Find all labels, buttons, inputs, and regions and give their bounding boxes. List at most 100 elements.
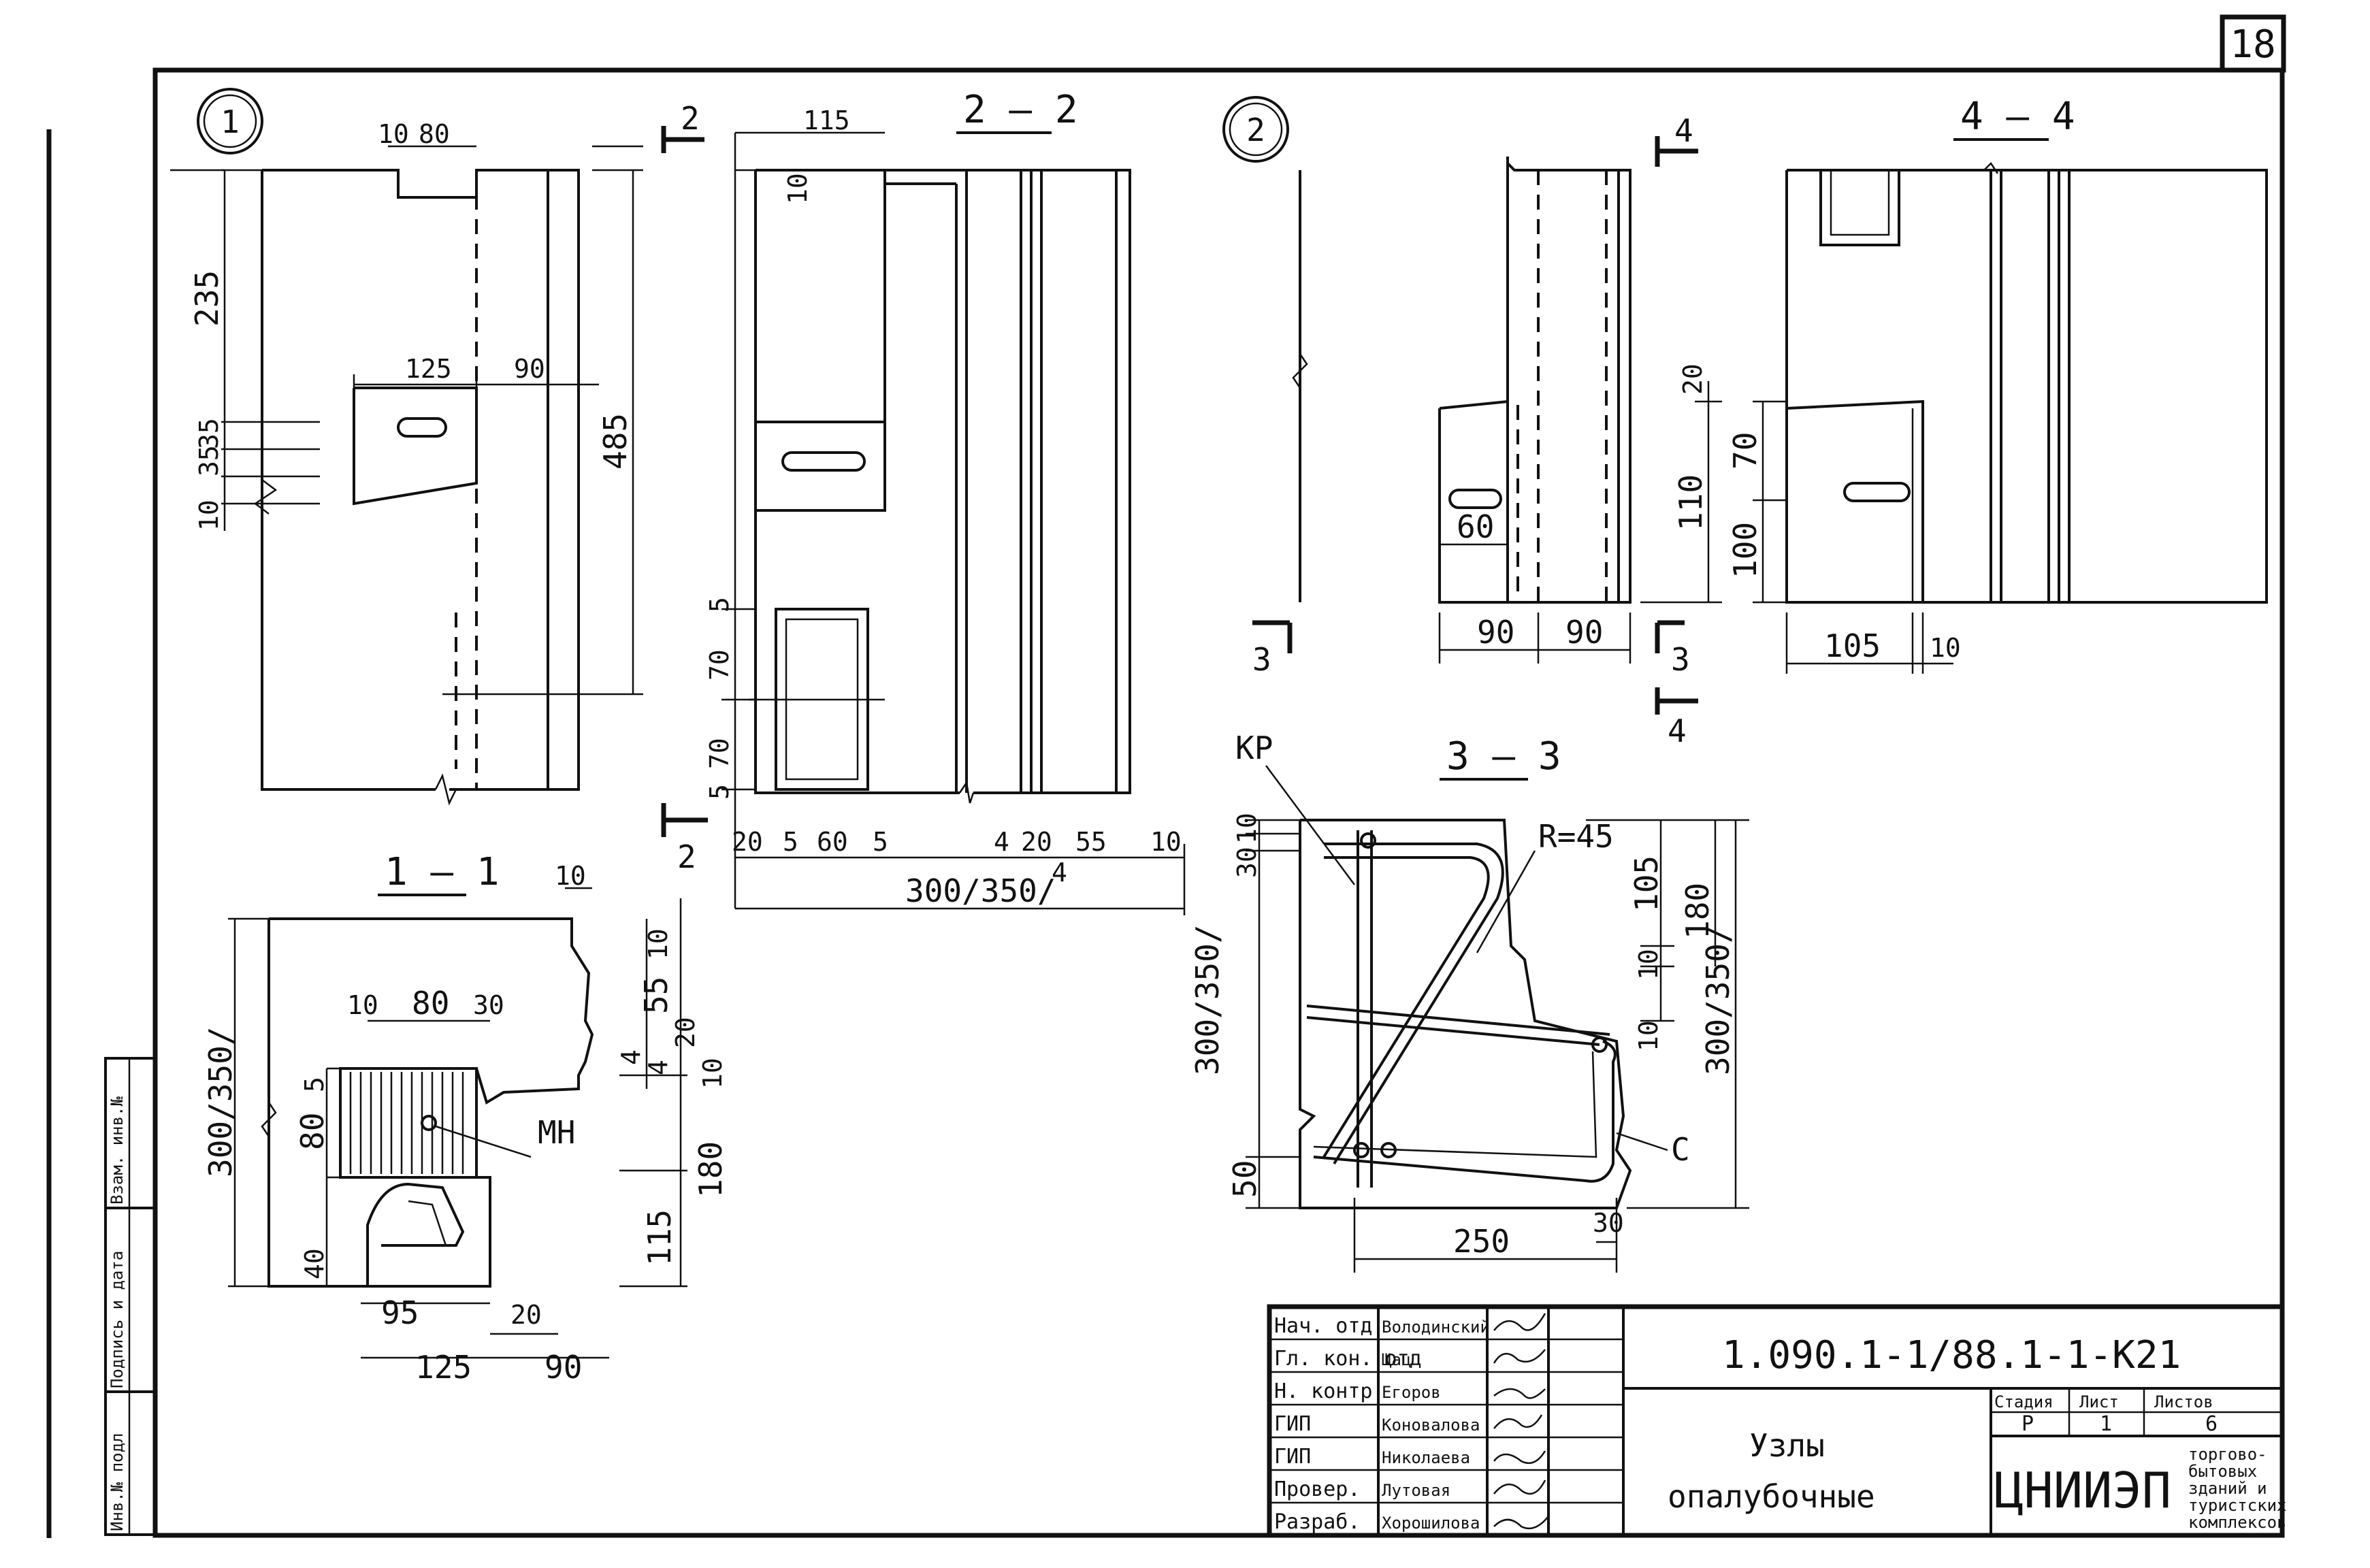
s11-dim-95: 95 <box>381 1294 419 1331</box>
s11-dim-4: 4 <box>643 1060 673 1075</box>
s22-dim-4b: 4 <box>1052 858 1067 887</box>
n1-dim-485: 485 <box>597 413 634 470</box>
s44-dim-70: 70 <box>1727 432 1764 470</box>
tb-org-desc-0: торгово- <box>2188 1445 2267 1464</box>
tb-name-1: Щац <box>1382 1350 1411 1369</box>
label-mn: МН <box>538 1114 575 1151</box>
tb-name-5: Лутовая <box>1382 1481 1450 1500</box>
sheet-number: 18 <box>2230 22 2275 67</box>
cut-mark-3-right: 3 <box>1671 641 1690 678</box>
tb-org-desc-1: бытовых <box>2188 1462 2257 1481</box>
tb-org-desc-3: туристских <box>2188 1496 2287 1515</box>
tb-sheet-label: Лист <box>2079 1392 2119 1411</box>
tb-role-1: Гл. кон. отд <box>1274 1347 1422 1371</box>
tb-name-6: Хорошилова <box>1382 1514 1480 1533</box>
s33-dim-300-350-right: 300/350/ <box>1700 924 1736 1075</box>
s22-dim-5c: 5 <box>783 827 798 857</box>
tb-name-2: Егоров <box>1382 1383 1441 1402</box>
n1-dim-125: 125 <box>405 354 452 384</box>
s22-dim-4: 4 <box>994 827 1009 857</box>
nd2-dim-20: 20 <box>1678 363 1708 395</box>
node-1-view: 1 10 80 235 485 125 90 35 <box>170 88 704 806</box>
s44-dim-100: 100 <box>1727 522 1764 578</box>
n1-dim-235: 235 <box>189 270 225 327</box>
s33-dim-30: 30 <box>1232 847 1262 878</box>
s22-dim-115: 115 <box>803 105 850 135</box>
s11-dim-55: 55 <box>638 977 675 1014</box>
cut-mark-4-top: 4 <box>1674 112 1693 149</box>
tb-role-2: Н. контр <box>1274 1379 1373 1403</box>
s22-dim-55: 55 <box>1075 827 1107 857</box>
s11-dim-180: 180 <box>692 1141 729 1198</box>
n1-dim-35a: 35 <box>194 418 224 449</box>
side-stamp: Инв.№ подл Подпись и дата Взам. инв.№ <box>104 1057 157 1536</box>
section-4-4-title: 4 — 4 <box>1960 95 2075 139</box>
tb-code: 1.090.1-1/88.1-1-К21 <box>1722 1333 2181 1377</box>
s33-dim-50: 50 <box>1227 1160 1263 1198</box>
s44-dim-105: 105 <box>1824 627 1881 664</box>
s11-dim-10r: 10 <box>643 928 673 960</box>
section-1-1-view: 1 — 1 <box>202 850 729 1386</box>
section-1-1-title: 1 — 1 <box>385 850 500 894</box>
s33-dim-180: 180 <box>1679 883 1716 939</box>
tb-org-logo: ЦНИИЭП <box>1994 1462 2171 1519</box>
s22-dim-70a: 70 <box>704 649 734 681</box>
node-1-callout <box>197 88 263 154</box>
tb-name-4: Николаева <box>1382 1448 1470 1467</box>
tb-org-desc-2: зданий и <box>2188 1479 2267 1498</box>
s22-dim-20: 20 <box>732 827 763 857</box>
s33-dim-250: 250 <box>1453 1223 1510 1260</box>
s22-dim-5b: 5 <box>704 784 734 800</box>
section-4-4-view: 4 — 4 70 100 105 10 <box>1727 95 2268 674</box>
node-1-number: 1 <box>221 103 240 140</box>
node-2-view: 2 20 110 60 90 90 3 3 4 <box>1222 96 1722 749</box>
s11-dim-10b: 10 <box>698 1058 728 1089</box>
s11-dim-10-top: 10 <box>555 861 586 891</box>
tb-role-4: ГИП <box>1274 1445 1311 1469</box>
s11-dim-115: 115 <box>641 1209 678 1266</box>
s22-dim-5a: 5 <box>704 597 734 612</box>
nd2-dim-60: 60 <box>1457 508 1494 545</box>
section-2-2-view: 2 — 2 115 10 5 70 70 5 20 <box>661 88 1186 915</box>
tb-sheet: 1 <box>2100 1412 2112 1436</box>
n1-dim-90: 90 <box>514 354 545 384</box>
stamp-inv-no: Инв.№ подл <box>108 1433 127 1532</box>
nd2-dim-90a: 90 <box>1477 614 1514 651</box>
tb-sheets-label: Листов <box>2154 1392 2213 1411</box>
tb-stage-label: Стадия <box>1994 1392 2054 1411</box>
signatures <box>1493 1313 1549 1530</box>
s22-dim-60: 60 <box>817 827 848 857</box>
s22-dim-20b: 20 <box>1021 827 1052 857</box>
s33-dim-10b: 10 <box>1634 949 1663 980</box>
tb-title-2: опалубочные <box>1668 1478 1875 1515</box>
section-3-3-view: 3 — 3 КР R=45 С <box>1189 730 1749 1273</box>
label-c: С <box>1671 1131 1690 1168</box>
s11-dim-10: 10 <box>347 990 378 1020</box>
nd2-dim-110: 110 <box>1672 474 1709 531</box>
n1-dim-80: 80 <box>419 119 450 149</box>
n1-dim-10: 10 <box>194 500 224 531</box>
s33-dim-300-350-left: 300/350/ <box>1189 924 1226 1075</box>
node-2-callout <box>1222 96 1289 163</box>
n1-dim-10: 10 <box>378 119 409 149</box>
cut-mark-3-left: 3 <box>1252 641 1271 678</box>
sheet-number-box <box>2220 14 2286 73</box>
s44-dim-10: 10 <box>1930 633 1961 663</box>
tb-role-5: Провер. <box>1274 1477 1360 1501</box>
s11-dim-80v: 80 <box>294 1113 331 1150</box>
stamp-replace-inv: Взам. инв.№ <box>108 1096 127 1205</box>
tb-name-0: Володинский <box>1382 1318 1490 1337</box>
cut-mark-2-top: 2 <box>681 100 700 137</box>
s11-dim-40: 40 <box>299 1248 329 1279</box>
s22-dim-70b: 70 <box>704 738 734 769</box>
tb-role-0: Нач. отд <box>1274 1314 1373 1338</box>
s33-dim-10c: 10 <box>1634 1020 1663 1051</box>
n1-dim-35b: 35 <box>194 445 224 476</box>
s33-dim-105: 105 <box>1628 855 1665 912</box>
s11-dim-4b: 4 <box>616 1049 646 1065</box>
cut-mark-2-bottom: 2 <box>677 838 696 875</box>
tb-stage: Р <box>2022 1412 2034 1436</box>
section-2-2-title: 2 — 2 <box>963 88 1078 132</box>
label-kr: КР <box>1235 730 1273 766</box>
